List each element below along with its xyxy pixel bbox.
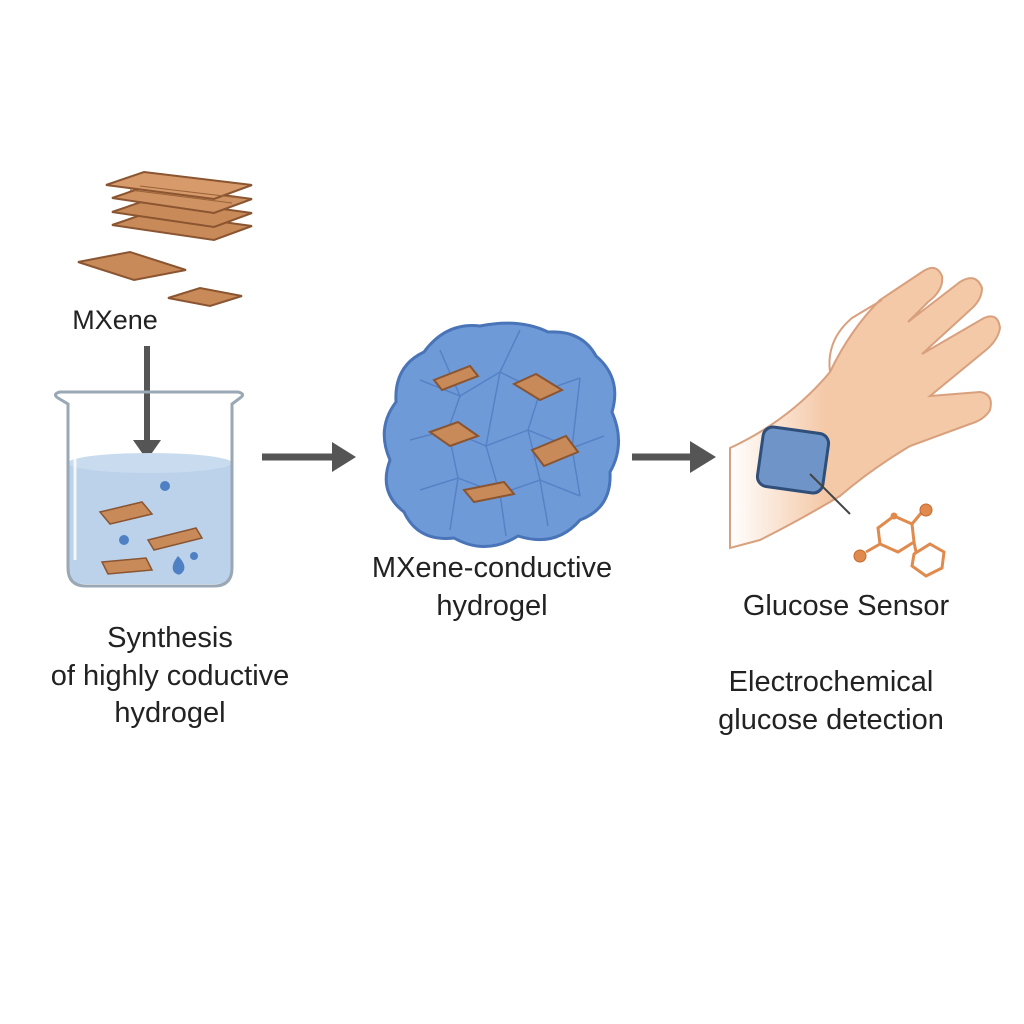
- step2-caption: MXene-conductive hydrogel: [342, 550, 642, 625]
- arrow-down-head: [133, 440, 161, 460]
- mxene-label: MXene: [60, 303, 170, 338]
- step1-caption-line: Synthesis: [107, 622, 233, 654]
- step1-caption: Synthesis of highly coductive hydrogel: [20, 620, 320, 733]
- step3-title-text: Glucose Sensor: [742, 590, 950, 622]
- step3-caption: Electrochemical glucose detection: [686, 664, 976, 739]
- step3-caption-line: Electrochemical: [728, 666, 934, 698]
- step2-caption-line: MXene-conductive: [371, 552, 613, 584]
- step3-title: Glucose Sensor: [706, 588, 986, 626]
- mxene-flake-loose-1: [77, 250, 187, 282]
- mxene-label-text: MXene: [72, 305, 158, 335]
- hydrogel-blob: [382, 321, 621, 548]
- glucose-sensor-patch: [755, 425, 851, 515]
- step2-caption-line: hydrogel: [436, 589, 548, 622]
- hand-wrist: [729, 266, 1002, 550]
- step3-caption-line: glucose detection: [718, 703, 944, 736]
- arrow-right-2-head: [690, 441, 716, 473]
- arrow-right-1-head: [332, 442, 356, 472]
- beaker: [53, 390, 245, 588]
- step1-caption-line: of highly coductive: [50, 659, 290, 692]
- glucose-molecule-icon: [853, 503, 946, 578]
- step1-caption-line: hydrogel: [114, 697, 226, 730]
- mxene-flakes-stack: [105, 170, 253, 242]
- mxene-flake-loose-2: [167, 286, 243, 308]
